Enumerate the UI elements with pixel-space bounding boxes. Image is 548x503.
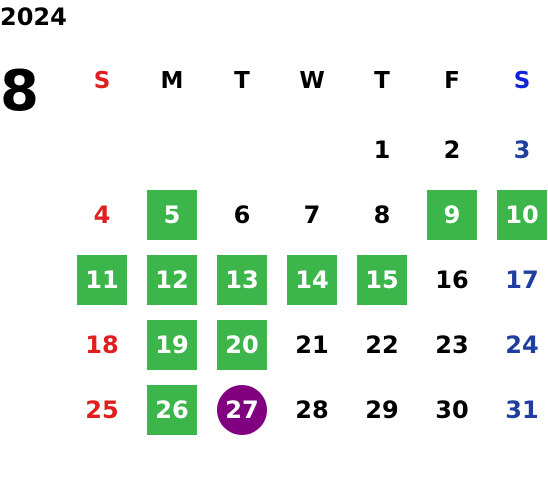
day-cell[interactable]: 19 [147,320,197,370]
day-cell[interactable]: 12 [147,255,197,305]
day-cell[interactable]: 11 [77,255,127,305]
weekday-header-wed: W [299,68,325,94]
day-cell[interactable]: 7 [303,201,321,229]
day-cell[interactable]: 13 [217,255,267,305]
day-cell[interactable]: 16 [435,266,469,294]
day-cell[interactable]: 21 [295,331,329,359]
day-cell[interactable]: 23 [435,331,469,359]
day-cell[interactable]: 24 [505,331,539,359]
day-cell[interactable]: 28 [295,396,329,424]
day-cell[interactable]: 22 [365,331,399,359]
day-cell[interactable]: 6 [233,201,251,229]
day-cell[interactable]: 14 [287,255,337,305]
day-cell[interactable]: 8 [373,201,391,229]
weekday-header-mon: M [160,68,184,94]
weekday-header-tue: T [234,68,250,94]
day-cell[interactable]: 30 [435,396,469,424]
day-cell[interactable]: 29 [365,396,399,424]
weekday-header-sun: S [93,68,111,94]
weekday-header-thu: T [374,68,390,94]
day-cell[interactable]: 10 [497,190,547,240]
day-cell[interactable]: 18 [85,331,119,359]
weekday-header-sat: S [513,68,531,94]
day-cell[interactable]: 3 [513,136,531,164]
day-cell[interactable]: 31 [505,396,539,424]
day-cell[interactable]: 2 [443,136,461,164]
day-cell[interactable]: 9 [427,190,477,240]
day-cell[interactable]: 20 [217,320,267,370]
day-cell[interactable]: 17 [505,266,539,294]
day-cell[interactable]: 1 [373,136,391,164]
day-cell-today[interactable]: 27 [217,385,267,435]
day-cell[interactable]: 5 [147,190,197,240]
day-cell[interactable]: 25 [85,396,119,424]
year-label: 2024 [0,3,67,31]
month-number: 8 [0,59,39,124]
weekday-header-fri: F [444,68,460,94]
day-cell[interactable]: 15 [357,255,407,305]
day-cell[interactable]: 26 [147,385,197,435]
day-cell[interactable]: 4 [93,201,111,229]
